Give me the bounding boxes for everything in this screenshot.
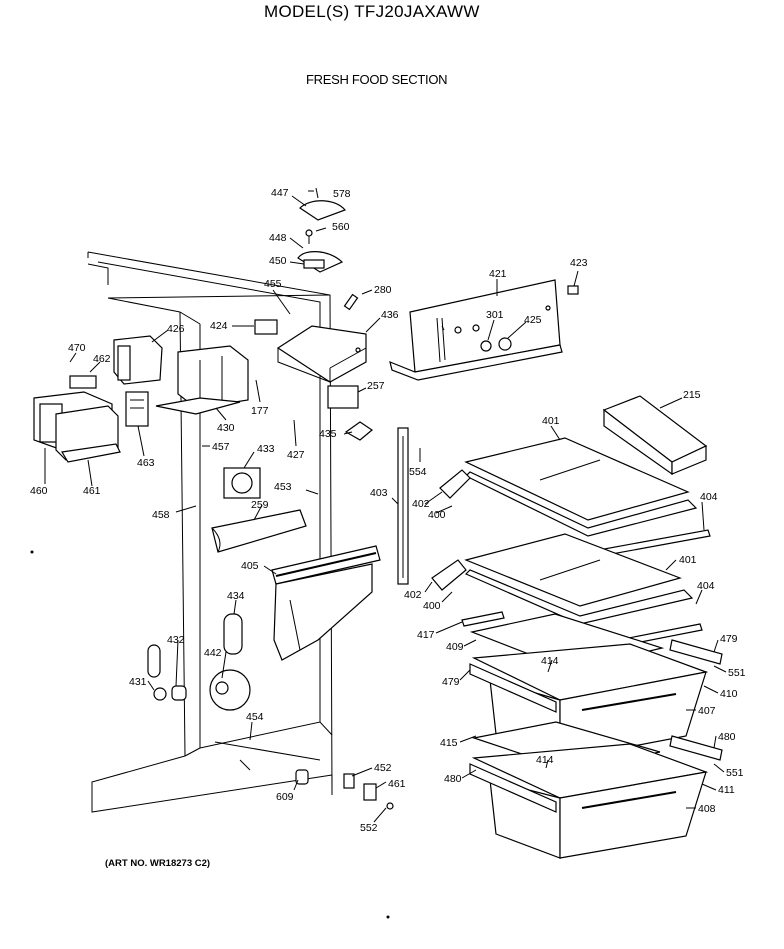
label-578: 578	[333, 188, 351, 200]
label-402-lower: 402	[404, 589, 422, 601]
control-knob-parts	[297, 187, 347, 273]
light-shield-421	[389, 279, 579, 381]
label-452: 452	[374, 762, 392, 774]
label-551-upper: 551	[728, 667, 746, 679]
label-410: 410	[720, 688, 738, 700]
label-411: 411	[718, 784, 735, 796]
label-400-upper: 400	[428, 509, 446, 521]
label-479-upper: 479	[720, 633, 738, 645]
label-442: 442	[204, 647, 222, 659]
label-400-lower: 400	[423, 600, 441, 612]
label-404-upper: 404	[700, 491, 718, 503]
label-460: 460	[30, 485, 48, 497]
label-470: 470	[68, 342, 86, 354]
bin-215	[602, 395, 708, 476]
label-560: 560	[332, 221, 350, 233]
label-414-upper: 414	[541, 655, 559, 667]
art-number: (ART NO. WR18273 C2)	[105, 858, 211, 869]
label-404-lower: 404	[697, 580, 715, 592]
label-421: 421	[489, 268, 507, 280]
label-280: 280	[374, 284, 392, 296]
model-title: MODEL(S) TFJ20JAXAWW	[264, 2, 480, 21]
switch-parts	[327, 385, 374, 441]
label-435: 435	[319, 428, 337, 440]
lower-crisper-408	[469, 735, 723, 859]
fan-and-duct	[211, 467, 307, 553]
label-425: 425	[524, 314, 542, 326]
label-461: 461	[83, 485, 101, 497]
label-450: 450	[269, 255, 287, 267]
label-409: 409	[446, 641, 464, 653]
label-301: 301	[486, 309, 504, 321]
label-448: 448	[269, 232, 287, 244]
label-463: 463	[137, 457, 155, 469]
label-402-upper: 402	[412, 498, 430, 510]
section-title: FRESH FOOD SECTION	[306, 72, 448, 87]
label-423: 423	[570, 257, 588, 269]
label-257: 257	[367, 380, 385, 392]
label-480-lower: 480	[444, 773, 462, 785]
upper-shelf-401	[439, 437, 711, 559]
cabinet-liner	[87, 251, 333, 813]
label-432: 432	[167, 634, 185, 646]
part-number-labels: 447 578 448 560 450 421 423 455 280 426 …	[30, 187, 746, 834]
label-417: 417	[417, 629, 435, 641]
label-453: 453	[274, 481, 292, 493]
label-401-upper: 401	[542, 415, 560, 427]
label-551-lower: 551	[726, 767, 744, 779]
control-housing	[33, 335, 249, 463]
label-461-bottom: 461	[388, 778, 406, 790]
thermostat-parts	[147, 613, 251, 711]
label-215: 215	[683, 389, 701, 401]
label-414-lower: 414	[536, 754, 554, 766]
label-407: 407	[698, 705, 716, 717]
light-housing-436	[254, 293, 367, 383]
label-403: 403	[370, 487, 388, 499]
label-479-lower: 479	[442, 676, 460, 688]
bottom-small-parts	[30, 550, 394, 919]
shelf-rail-403	[397, 427, 409, 585]
label-434: 434	[227, 590, 245, 602]
label-455: 455	[264, 278, 282, 290]
label-424: 424	[210, 320, 228, 332]
evaporator-cover-405	[271, 545, 381, 661]
label-609: 609	[276, 791, 294, 803]
label-554: 554	[409, 466, 427, 478]
label-401-lower: 401	[679, 554, 697, 566]
label-447: 447	[271, 187, 289, 199]
label-405: 405	[241, 560, 259, 572]
label-408: 408	[698, 803, 716, 815]
label-436: 436	[381, 309, 399, 321]
label-552: 552	[360, 822, 378, 834]
leader-lines	[44, 190, 727, 823]
label-426: 426	[167, 323, 185, 335]
label-462: 462	[93, 353, 111, 365]
label-430: 430	[217, 422, 235, 434]
label-433: 433	[257, 443, 275, 455]
label-431: 431	[129, 676, 147, 688]
label-415: 415	[440, 737, 458, 749]
label-458: 458	[152, 509, 170, 521]
label-454: 454	[246, 711, 264, 723]
label-177: 177	[251, 405, 269, 417]
label-259: 259	[251, 499, 269, 511]
label-457: 457	[212, 441, 230, 453]
label-480-upper: 480	[718, 731, 736, 743]
label-427: 427	[287, 449, 305, 461]
